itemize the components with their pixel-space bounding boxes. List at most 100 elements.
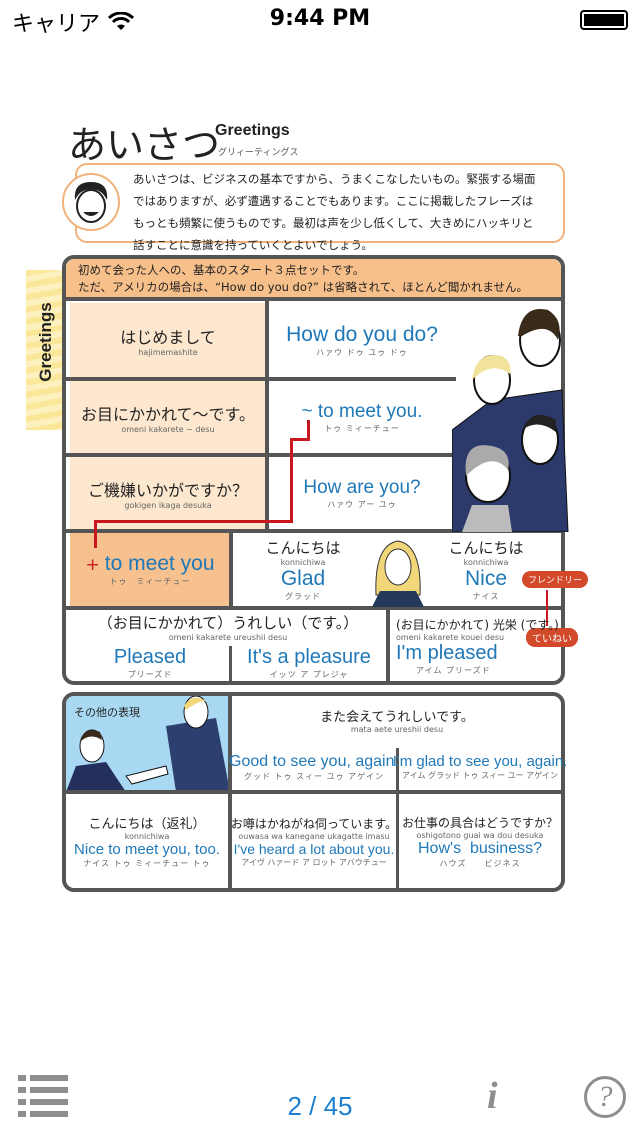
intro-line: 話すことに意識を持っていくとよいでしょう。: [133, 238, 373, 252]
phrase-en: Nice to meet you, too.: [74, 841, 220, 858]
intro-line: あいさつは、ビジネスの基本ですから、うまくこなしたいもの。緊張する場面: [133, 172, 536, 186]
again-a: Good to see you, again.グッド トゥ スィー ユゥ アゲイ…: [229, 744, 399, 790]
other-expressions-box: その他の表現: [62, 692, 565, 892]
phrase-en: Nice: [464, 567, 507, 590]
title-en: Greetings: [215, 122, 290, 139]
phrase-jp: （お目にかかれて）うれしい（です。）: [97, 614, 359, 632]
pleasure-cell: It's a pleasure イッツ ア プレジャ: [232, 644, 386, 682]
side-tab-label: Greetings: [36, 302, 55, 382]
phrase-romaji: gokigen ikaga desuka: [124, 500, 212, 510]
woman-illustration: [372, 540, 424, 607]
phrase-romaji: konnichiwa: [280, 558, 326, 567]
phrase-en: Glad: [280, 567, 326, 590]
phrase-en: How do you do?: [286, 323, 438, 346]
phrase-romaji: konnichiwa: [463, 558, 509, 567]
list-icon: [18, 1075, 68, 1117]
phrase-en: to meet you: [104, 552, 215, 575]
phrase-row: ~ to meet you.トゥ ミィーチュー: [269, 380, 455, 454]
phrase-cell: お噂はかねがね伺っています。ouwasa wa kanegane ukagatt…: [230, 794, 398, 888]
phrase-romaji: oshigotono guai wa dou desuka: [416, 830, 544, 840]
clock: 9:44 PM: [269, 6, 371, 31]
plus-to-meet-you: + to meet you トゥ ミィーチュー: [70, 533, 230, 606]
phrase-row: How do you do? ハァウ ドゥ ユゥ ドゥ: [269, 303, 455, 378]
header-line: ただ、アメリカの場合は、“How do you do?” は省略されて、ほとんど…: [78, 280, 528, 294]
intro-line: ではありますが、必ず遭遇することでもあります。ここに掲載したフレーズは: [133, 194, 534, 208]
phrase-jp: お目にかかれて〜です。: [81, 404, 255, 424]
phrase-row: ご機嫌いかがですか？gokigen ikaga desuka: [70, 456, 266, 530]
phrase-romaji: hajimemashite: [138, 348, 198, 357]
phrase-row: How are you?ハァウ アー ユゥ: [269, 456, 455, 530]
phrase-en: Pleased: [113, 646, 187, 668]
help-button[interactable]: ?: [584, 1076, 626, 1118]
handshake-illustration: その他の表現: [66, 696, 230, 792]
phrase-en: I'm pleased: [396, 642, 498, 664]
phrase-romaji: omeni kakarete ~ desu: [121, 424, 215, 434]
phrase-romaji: konnichiwa: [124, 832, 170, 841]
phrase-jp: お噂はかねがね伺っています。: [230, 816, 398, 831]
friendly-badge: フレンドリー: [522, 571, 589, 588]
wifi-icon: [108, 12, 135, 30]
phrase-en: ~ to meet you.: [301, 400, 423, 422]
phrase-cell: お仕事の具合はどうですか？oshigotono guai wa dou desu…: [399, 794, 561, 888]
battery-icon: [580, 10, 628, 30]
phrase-jp: はじめまして: [120, 328, 216, 347]
phrase-jp: (お目にかかれて) 光栄 (です。): [396, 618, 559, 632]
phrase-romaji: omeni kakarete kouei desu: [396, 633, 505, 642]
phrase-jp: ご機嫌いかがですか？: [87, 480, 248, 500]
phrase-en: How are you?: [303, 476, 421, 498]
info-button[interactable]: i: [487, 1075, 498, 1117]
phrase-kana: トゥ ミィーチュー: [324, 423, 400, 433]
plus-sign: +: [85, 555, 100, 575]
jp-column: [70, 303, 266, 530]
phrase-kana: アイヴ ハァード ア ロット アバウチュー: [241, 857, 387, 867]
phrase-en: I've heard a lot about you.: [233, 840, 395, 857]
phrase-romaji: ouwasa wa kanegane ukagatte imasu: [238, 831, 390, 841]
phrase-kana: グッド トゥ スィー ユゥ アゲイン: [243, 771, 384, 781]
carrier: キャリア: [12, 6, 135, 38]
phrase-kana: アイム プリーズド: [416, 666, 491, 675]
phrase-kana: イッツ ア プレジャ: [269, 670, 349, 679]
phrase-kana: ハァウ アー ユゥ: [327, 499, 397, 509]
phrase-kana: ナイス トゥ ミィーチュー トゥ: [83, 859, 211, 868]
businessmen-illustration: [452, 309, 569, 532]
other-label: その他の表現: [74, 706, 140, 719]
contents-list-button[interactable]: [18, 1075, 68, 1117]
again-heading: また会えてうれしいです。mata aete ureshii desu: [232, 696, 562, 744]
avatar: [62, 173, 120, 231]
pleased-cell: Pleased プリーズド: [70, 644, 230, 682]
kouei-cell: (お目にかかれて) 光栄 (です。)omeni kakarete kouei d…: [390, 610, 559, 682]
page-indicator: 2 / 45: [287, 1091, 353, 1121]
phrase-en: I'm glad to see you, again.: [392, 753, 568, 770]
phrase-kana: ハウズ ビジネス: [439, 858, 521, 868]
phrase-romaji: omeni kakarete ureushii desu: [168, 633, 288, 642]
page-title: あいさつ: [68, 123, 221, 167]
side-tab: Greetings: [26, 270, 64, 430]
phrase-en: How's business?: [418, 839, 542, 857]
phrase-kana: グラッド: [285, 592, 321, 601]
phrase-row: お目にかかれて〜です。omeni kakarete ~ desu: [70, 380, 266, 454]
phrase-kana: プリーズド: [127, 670, 173, 679]
phrase-en: It's a pleasure: [247, 646, 371, 668]
intro-line: もっとも頻繁に使うものです。最初は声を少し低くして、大きめにハッキリと: [133, 216, 534, 230]
phrase-en: Good to see you, again.: [229, 752, 399, 770]
phrase-jp: こんにちは（返礼）: [88, 817, 206, 832]
polite-badge: ていねい: [526, 628, 578, 647]
phrase-jp: こんにちは: [265, 539, 341, 557]
again-b: I'm glad to see you, again.アイム グラッド トゥ ス…: [393, 744, 568, 790]
intro-text: あいさつは、ビジネスの基本ですから、うまくこなしたいもの。緊張する場面 ではあり…: [133, 168, 536, 256]
phrase-kana: トゥ ミィーチュー: [109, 577, 191, 586]
box-header: 初めて会った人への、基本のスタート３点セットです。 ただ、アメリカの場合は、“H…: [66, 259, 561, 301]
phrase-kana: ナイス: [472, 592, 500, 601]
title-kana: グリィーティングス: [218, 148, 299, 158]
phrase-jp: また会えてうれしいです。: [320, 710, 474, 725]
formality-arrow: [546, 590, 548, 626]
phrase-jp: お仕事の具合はどうですか？: [401, 815, 558, 830]
phrase-romaji: mata aete ureshii desu: [350, 725, 444, 734]
pleased-heading: （お目にかかれて）うれしい（です。）omeni kakarete ureushi…: [70, 610, 386, 644]
header-line: 初めて会った人への、基本のスタート３点セットです。: [78, 263, 365, 277]
phrase-kana: ハァウ ドゥ ユゥ ドゥ: [316, 348, 408, 357]
